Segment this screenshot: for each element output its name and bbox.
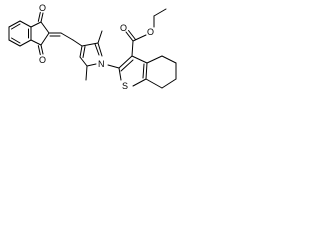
bond	[37, 11, 41, 22]
atom-label-oxygen: O	[39, 55, 46, 65]
bond	[11, 37, 21, 44]
bond	[79, 56, 88, 67]
bond	[131, 40, 134, 57]
bond	[37, 45, 41, 56]
bond	[60, 32, 74, 41]
bond	[81, 42, 99, 47]
atom-label-nitrogen: N	[98, 59, 105, 69]
bond	[118, 67, 122, 81]
bond	[40, 44, 44, 55]
bond	[86, 63, 97, 67]
bond	[97, 30, 103, 44]
bond	[30, 39, 42, 46]
bond	[40, 21, 50, 34]
bond	[8, 39, 21, 47]
bond	[19, 20, 32, 28]
atom-label-oxygen: O	[147, 27, 154, 37]
bond	[40, 12, 44, 23]
bond	[161, 78, 177, 89]
bond	[107, 64, 120, 69]
bond	[125, 31, 134, 42]
bond	[128, 30, 136, 40]
bond	[94, 43, 100, 56]
indandione-fragment	[8, 11, 74, 56]
bond	[132, 34, 147, 42]
bond	[153, 8, 167, 17]
bond	[120, 59, 134, 72]
bond	[131, 55, 148, 64]
benzothiophene-fragment	[118, 8, 177, 89]
bond	[30, 21, 42, 28]
bond	[161, 55, 177, 64]
molecule-structure: O O N	[8, 3, 177, 91]
bond	[145, 78, 163, 89]
bond	[82, 46, 86, 58]
bond	[132, 78, 147, 87]
atom-label-sulfur: S	[122, 81, 128, 91]
atom-label-oxygen: O	[39, 3, 46, 13]
bond	[142, 63, 145, 79]
bond	[85, 65, 88, 81]
atom-label-oxygen: O	[120, 23, 127, 33]
bond	[11, 23, 21, 30]
bond	[8, 20, 21, 28]
bond	[146, 55, 163, 64]
bond	[97, 42, 103, 57]
bond	[72, 39, 83, 47]
bond	[40, 32, 50, 46]
bond	[118, 55, 133, 69]
bond	[145, 62, 148, 80]
bond	[19, 39, 32, 47]
pyrrole-fragment	[72, 30, 120, 81]
bond	[79, 45, 83, 58]
